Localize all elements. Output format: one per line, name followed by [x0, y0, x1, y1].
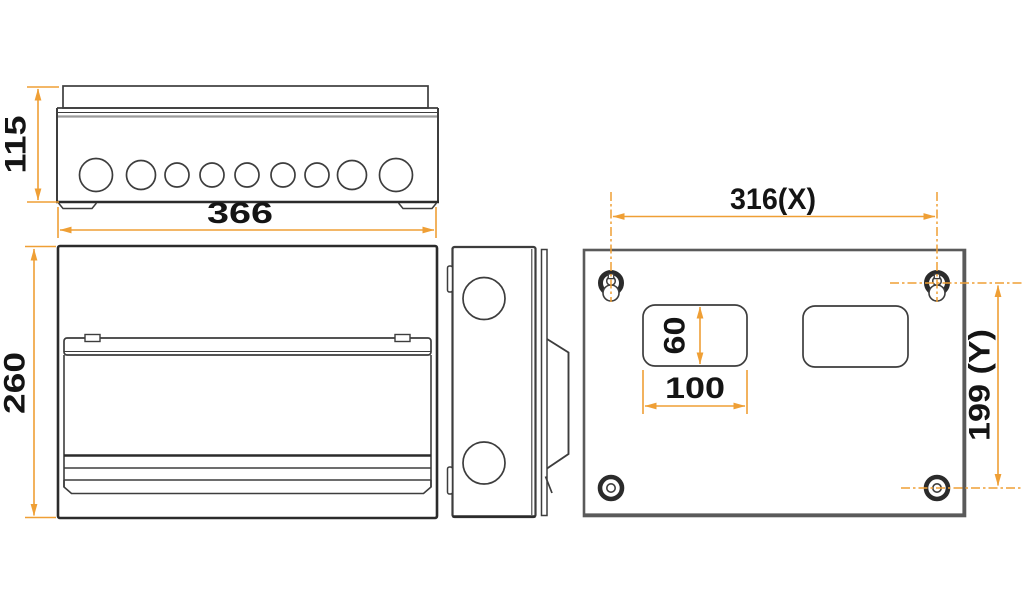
back-view-outline	[582, 248, 967, 518]
front-view	[56, 244, 439, 520]
dim-label-cutout-height: 60	[659, 317, 692, 355]
side-tab-top	[446, 265, 454, 293]
side-tab-bottom	[446, 466, 454, 495]
top-view-lid	[62, 85, 429, 109]
front-top-bar	[63, 337, 432, 356]
dim-label-top-height: 115	[0, 116, 33, 174]
knockout-medium	[336, 159, 368, 191]
back-screw-hole-bottom-left	[597, 474, 625, 502]
back-view	[582, 248, 967, 518]
knockout-small	[199, 162, 225, 188]
knockout-large	[378, 157, 414, 193]
knockout-large	[78, 157, 114, 193]
dim-label-cutout-width: 100	[665, 372, 725, 405]
dim-label-front-height: 260	[0, 352, 32, 414]
knockout-small	[164, 162, 190, 188]
knockout-small	[270, 162, 296, 188]
side-view-outline	[451, 245, 537, 519]
side-knockout-bottom	[462, 441, 506, 485]
back-cable-cutout-left	[642, 304, 748, 367]
back-cable-cutout-right	[802, 305, 909, 368]
side-back-plate-edge	[540, 248, 548, 517]
knockout-medium	[125, 159, 157, 191]
dim-label-top-width: 366	[207, 197, 273, 230]
side-knockout-top	[462, 276, 506, 321]
knockout-small	[234, 162, 260, 188]
top-view-knockouts	[78, 157, 414, 193]
dimension-annotations: 115 366 260 316(X) 199 (Y) 60 100	[0, 86, 1022, 519]
knockout-small	[304, 162, 330, 188]
side-view	[446, 245, 570, 519]
front-view-outline	[56, 244, 439, 520]
top-view-right-foot	[397, 202, 438, 210]
side-bracket-hook	[544, 476, 553, 494]
front-clip-right	[394, 333, 411, 343]
side-mounting-bracket	[546, 338, 570, 470]
front-clip-left	[84, 333, 101, 343]
top-view-left-foot	[57, 202, 98, 210]
front-lower-chamfer	[63, 480, 432, 495]
top-view	[56, 85, 439, 210]
dim-label-hole-spacing-x: 316(X)	[730, 183, 816, 216]
dim-label-hole-spacing-y: 199 (Y)	[964, 329, 997, 441]
